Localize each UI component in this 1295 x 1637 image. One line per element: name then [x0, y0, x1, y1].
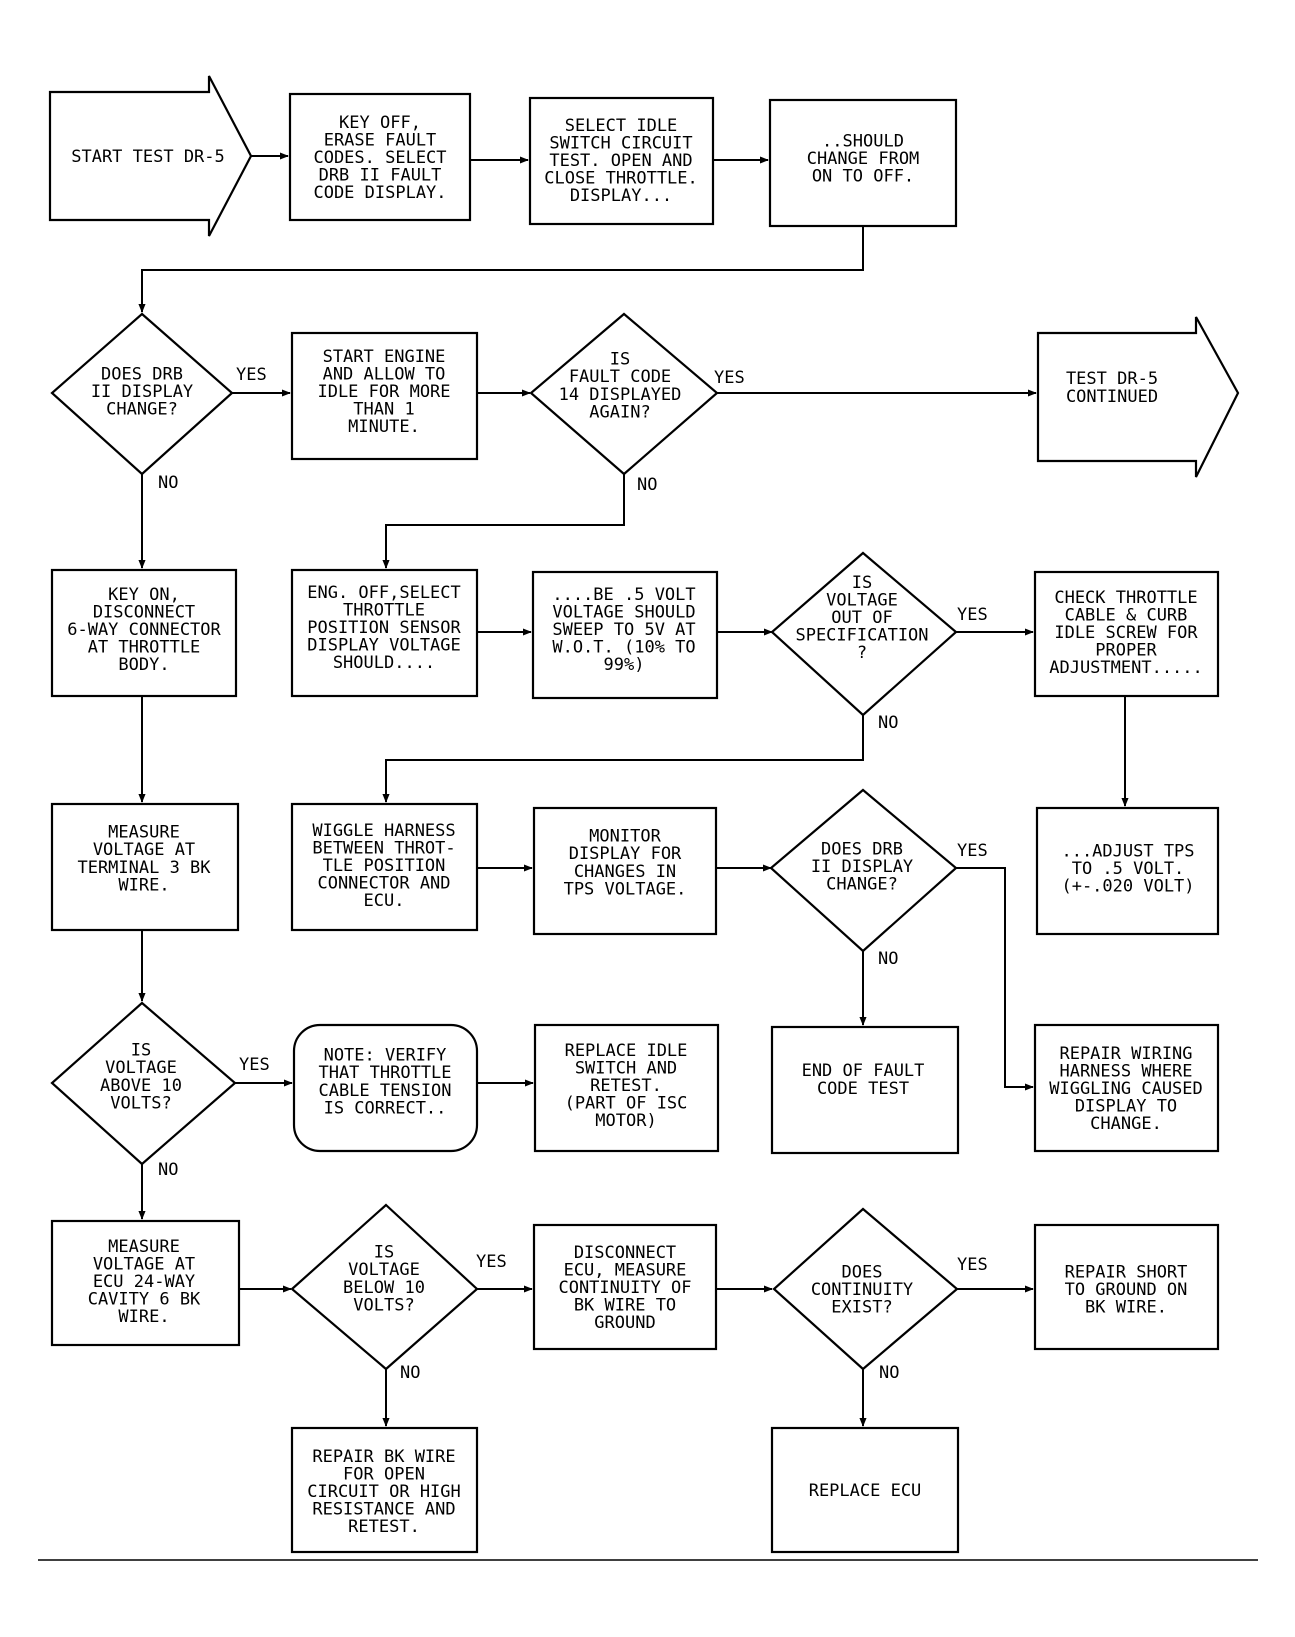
replace-ecu-label: REPLACE ECU	[809, 1481, 922, 1501]
is-voltage-above-10-diamond	[50, 1001, 237, 1166]
yes-label-fault14: YES	[714, 368, 745, 388]
wiggle-harness-box	[290, 802, 479, 932]
yes-label-continuity: YES	[957, 1255, 988, 1275]
test-continued-arrow	[1036, 316, 1240, 478]
monitor-display-box	[532, 806, 718, 936]
no-label-above10: NO	[158, 1160, 178, 1180]
connector-fault14-no	[382, 474, 625, 569]
no-label-continuity: NO	[879, 1363, 899, 1383]
connector-drb2-yes	[956, 867, 1034, 1091]
be-5-volt-box	[531, 570, 719, 700]
yes-label-below10: YES	[476, 1252, 507, 1272]
no-label-spec: NO	[878, 713, 898, 733]
start-test-label: START TEST DR-5	[71, 147, 225, 167]
eng-off-box	[290, 568, 479, 698]
measure-ecu-box	[50, 1219, 241, 1347]
adjust-tps-box	[1035, 806, 1220, 936]
does-drb-display-change-2-diamond	[769, 788, 958, 953]
check-throttle-box	[1033, 570, 1220, 698]
connector-should-drb1	[138, 226, 864, 313]
replace-ecu-box	[770, 1426, 960, 1554]
repair-short-box	[1033, 1223, 1220, 1351]
select-idle-box	[528, 96, 715, 226]
repair-wiring-box	[1033, 1023, 1220, 1153]
no-label-drb2: NO	[878, 949, 898, 969]
yes-label-drb2: YES	[957, 841, 988, 861]
key-on-box	[50, 568, 238, 698]
does-drb-display-change-1-diamond	[50, 312, 234, 476]
no-label-fault14: NO	[637, 475, 657, 495]
start-test-arrow	[48, 75, 253, 237]
yes-label-drb1: YES	[236, 365, 267, 385]
yes-label-spec: YES	[957, 605, 988, 625]
key-off-box	[288, 92, 472, 222]
does-continuity-exist-diamond	[772, 1207, 959, 1371]
measure-terminal-3-box	[50, 802, 240, 932]
disconnect-ecu-box	[532, 1223, 718, 1351]
replace-idle-switch-box	[533, 1023, 720, 1153]
end-of-fault-code-test-box	[770, 1025, 960, 1155]
connector-spec-no	[382, 715, 864, 803]
repair-bk-wire-box	[290, 1426, 479, 1554]
is-voltage-below-10-diamond	[290, 1203, 479, 1371]
should-change-box	[768, 98, 958, 228]
note-verify-box	[292, 1023, 479, 1153]
start-engine-box	[290, 331, 479, 461]
yes-label-above10: YES	[239, 1055, 270, 1075]
is-voltage-out-of-spec-diamond	[770, 551, 958, 717]
is-fault-code-14-diamond	[529, 312, 719, 476]
no-label-below10: NO	[400, 1363, 420, 1383]
no-label-drb1: NO	[158, 473, 178, 493]
